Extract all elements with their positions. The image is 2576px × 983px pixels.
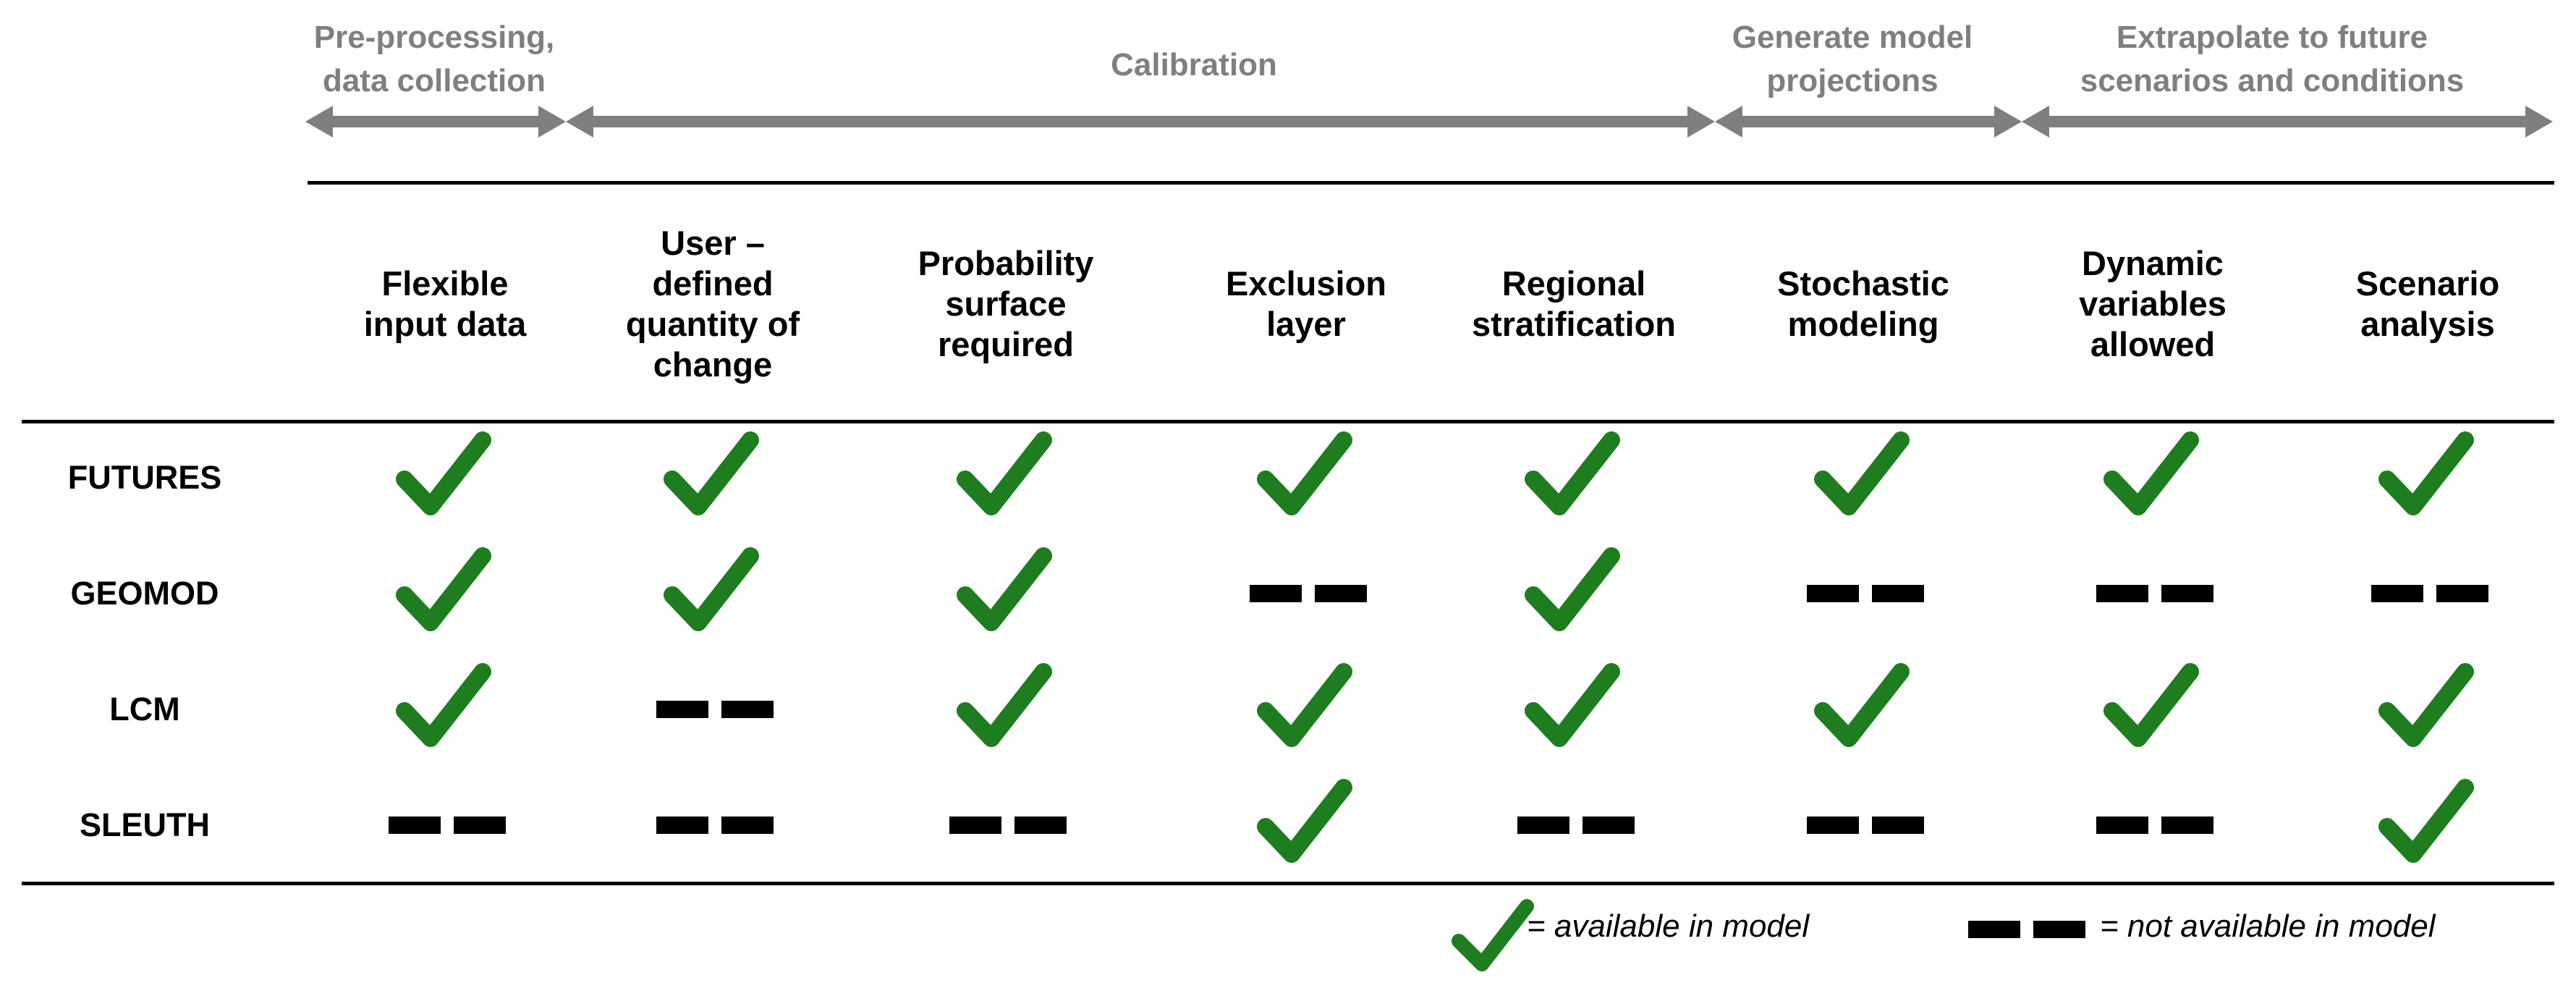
rule-header <box>22 420 2554 423</box>
column-header-line: surface <box>945 284 1067 323</box>
phase-label-text: Extrapolate to future scenarios and cond… <box>2080 20 2465 98</box>
column-header-line: quantity of <box>625 305 800 343</box>
column-header-line: Regional <box>1501 264 1646 303</box>
double-dash-icon <box>2371 585 2488 602</box>
checkmark-icon <box>957 431 1052 515</box>
checkmark-icon <box>2378 779 2474 863</box>
arrow-preprocessing <box>305 106 566 138</box>
checkmark-icon <box>1814 431 1910 515</box>
legend-double-dash-icon <box>1968 921 2085 938</box>
column-header-line: analysis <box>2360 305 2495 343</box>
legend-check-icon <box>1452 899 1534 971</box>
column-header-line: required <box>937 325 1075 363</box>
checkmark-icon <box>2378 431 2474 515</box>
row-label-geomod: GEOMOD <box>70 575 219 612</box>
legend-available-label: = available in model <box>1527 908 1810 944</box>
phase-label-text: Generate model projections <box>1732 20 1973 98</box>
checkmark-icon <box>2103 663 2199 747</box>
double-dash-icon <box>949 817 1067 834</box>
checkmark-icon <box>1257 431 1352 515</box>
phase-label-text: Pre-processing, data collection <box>313 20 555 98</box>
column-header-line: Scenario <box>2355 264 2500 303</box>
column-header-line: Probability <box>918 244 1094 282</box>
checkmark-icon <box>2378 663 2474 747</box>
legend-not-available-label: = not available in model <box>2100 908 2436 944</box>
column-header-line: defined <box>652 264 774 303</box>
column-header-line: change <box>653 345 773 384</box>
checkmark-icon <box>957 663 1052 747</box>
row-label-futures: FUTURES <box>67 459 222 496</box>
checkmark-icon <box>1525 547 1620 631</box>
phase-label-preprocessing: Pre-processing, data collection <box>289 16 579 103</box>
column-header-line: stratification <box>1471 305 1677 343</box>
checkmark-icon <box>1525 431 1620 515</box>
checkmark-icon <box>396 431 491 515</box>
column-header-line: variables <box>2079 284 2227 323</box>
double-dash-icon <box>656 817 774 834</box>
double-dash-icon <box>1517 817 1635 834</box>
rule-bottom <box>22 882 2554 885</box>
checkmark-icon <box>2103 431 2199 515</box>
double-dash-icon <box>1807 817 1924 834</box>
checkmark-icon <box>957 547 1052 631</box>
column-header-line: modeling <box>1787 305 1939 343</box>
double-dash-icon <box>2096 585 2213 602</box>
column-header-line: Dynamic <box>2082 244 2224 282</box>
double-dash-icon <box>656 701 774 718</box>
checkmark-icon <box>1525 663 1620 747</box>
column-header-line: Stochastic <box>1777 264 1949 303</box>
column-header-line: Exclusion <box>1225 264 1386 303</box>
column-header-line: Flexible <box>381 264 509 303</box>
arrow-extrapolate <box>2022 106 2553 138</box>
checkmark-icon <box>1257 779 1352 863</box>
checkmark-icon <box>396 547 491 631</box>
checkmark-icon <box>1814 663 1910 747</box>
checkmark-icon <box>664 431 759 515</box>
checkmark-icon <box>1257 663 1352 747</box>
phase-label-projections: Generate model projections <box>1686 16 2019 103</box>
phase-label-calibration: Calibration <box>1049 43 1339 87</box>
column-header-line: input data <box>363 305 527 343</box>
column-header-line: User – <box>661 224 765 262</box>
rule-top <box>308 181 2554 185</box>
checkmark-icon <box>396 663 491 747</box>
arrow-calibration <box>566 106 1715 138</box>
arrow-projections <box>1715 106 2022 138</box>
double-dash-icon <box>1250 585 1367 602</box>
column-header-line: layer <box>1266 305 1346 343</box>
row-label-sleuth: SLEUTH <box>80 806 210 843</box>
phase-arrows <box>305 106 2553 138</box>
phase-label-text: Calibration <box>1111 47 1277 83</box>
row-label-lcm: LCM <box>109 691 180 727</box>
checkmark-icon <box>664 547 759 631</box>
column-header-line: allowed <box>2090 325 2216 363</box>
double-dash-icon <box>1807 585 1924 602</box>
phase-label-extrapolate: Extrapolate to future scenarios and cond… <box>2012 16 2533 103</box>
double-dash-icon <box>389 817 506 834</box>
double-dash-icon <box>2096 817 2213 834</box>
